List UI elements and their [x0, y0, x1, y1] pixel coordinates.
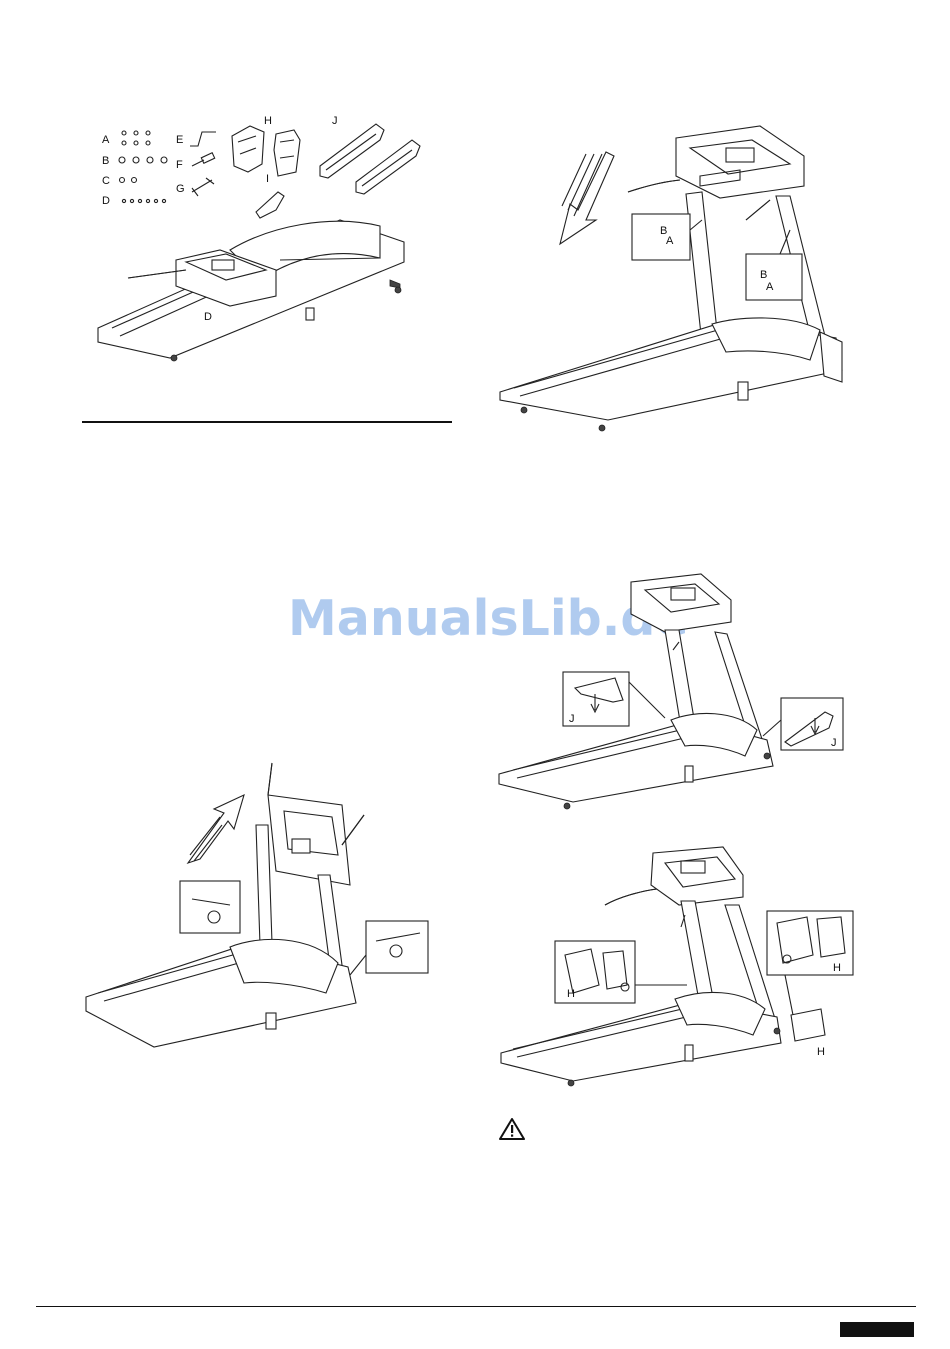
screw-set-d-icon: [122, 199, 165, 202]
side-rail-j-icon: [320, 124, 420, 194]
washer-set-c-icon: [120, 178, 137, 183]
part-label-i: I: [266, 173, 269, 185]
figure-unfold-uprights: [80, 755, 440, 1055]
footer-rule: [36, 1306, 916, 1307]
screwdriver-f-icon: [192, 153, 215, 166]
fig3-label-j-left: J: [569, 713, 575, 725]
part-label-c: C: [102, 175, 110, 187]
warning-triangle-icon: [499, 1118, 525, 1140]
lubricant-bottle-i-icon: [256, 192, 284, 218]
part-label-j: J: [332, 115, 338, 127]
fig3-label-j-right: J: [831, 737, 837, 749]
wrench-g-icon: [192, 178, 214, 196]
fig2-label-b2: B: [760, 269, 767, 281]
fig2-label-a2: A: [766, 281, 774, 293]
section-divider: [82, 421, 452, 423]
down-arrow-icon: [560, 152, 614, 244]
bolt-set-a-icon: [122, 131, 150, 145]
part-label-h: H: [264, 115, 272, 127]
fig2-label-a: A: [666, 235, 674, 247]
part-label-b: B: [102, 155, 109, 167]
figure-upright-treadmill: B A B A: [490, 120, 860, 440]
fig4-label-h-right: H: [833, 962, 841, 974]
part-label-g: G: [176, 183, 185, 195]
figure-side-rail-install: J J: [495, 570, 855, 810]
part-label-d: D: [102, 195, 110, 207]
part-label-f: F: [176, 159, 183, 171]
washer-set-b-icon: [119, 157, 167, 163]
part-label-a: A: [102, 134, 110, 146]
fig1-label-d: D: [204, 311, 212, 323]
page-number-tab: [840, 1322, 914, 1337]
fig4-label-h-bottom: H: [817, 1046, 825, 1058]
folded-treadmill-illustration: D: [98, 220, 404, 361]
fig4-label-h-left: H: [567, 988, 575, 1000]
up-arrow-icon: [188, 795, 244, 863]
figure-parts-overview: A B C D E F G H I J: [80, 110, 460, 370]
part-label-e: E: [176, 134, 183, 146]
side-cover-h-icon: [232, 126, 300, 176]
allen-key-e-icon: [190, 132, 216, 146]
figure-side-cover-install: H H H: [495, 845, 855, 1095]
